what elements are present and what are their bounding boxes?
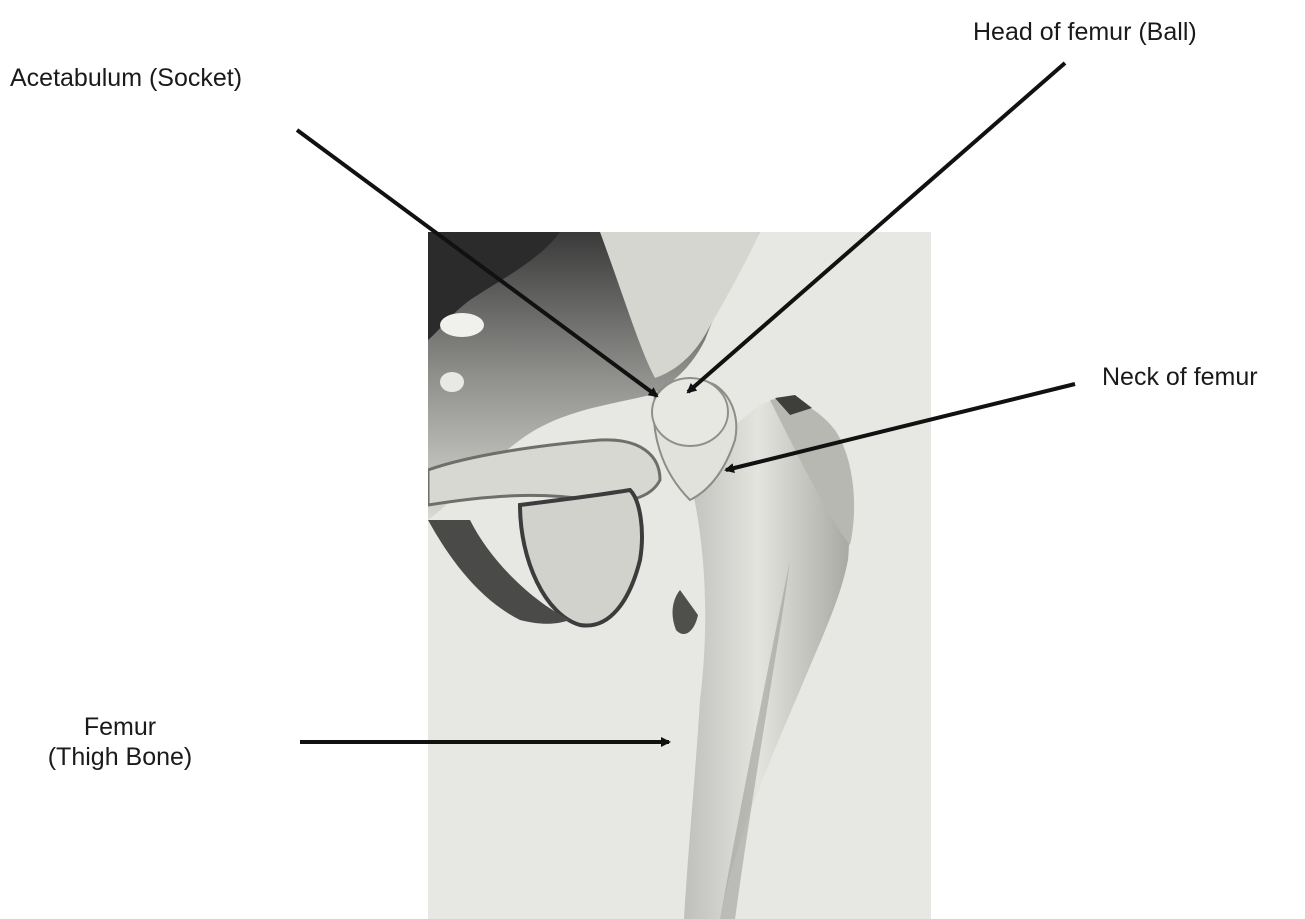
head-of-femur-label: Head of femur (Ball) [973, 17, 1197, 47]
neck-of-femur-label: Neck of femur [1102, 362, 1258, 392]
femur-label-line1: Femur [20, 712, 220, 742]
femur-label-line2: (Thigh Bone) [20, 742, 220, 772]
hip-bone-image [428, 232, 931, 919]
femur-label: Femur (Thigh Bone) [20, 712, 220, 772]
acetabulum-label: Acetabulum (Socket) [10, 63, 242, 93]
